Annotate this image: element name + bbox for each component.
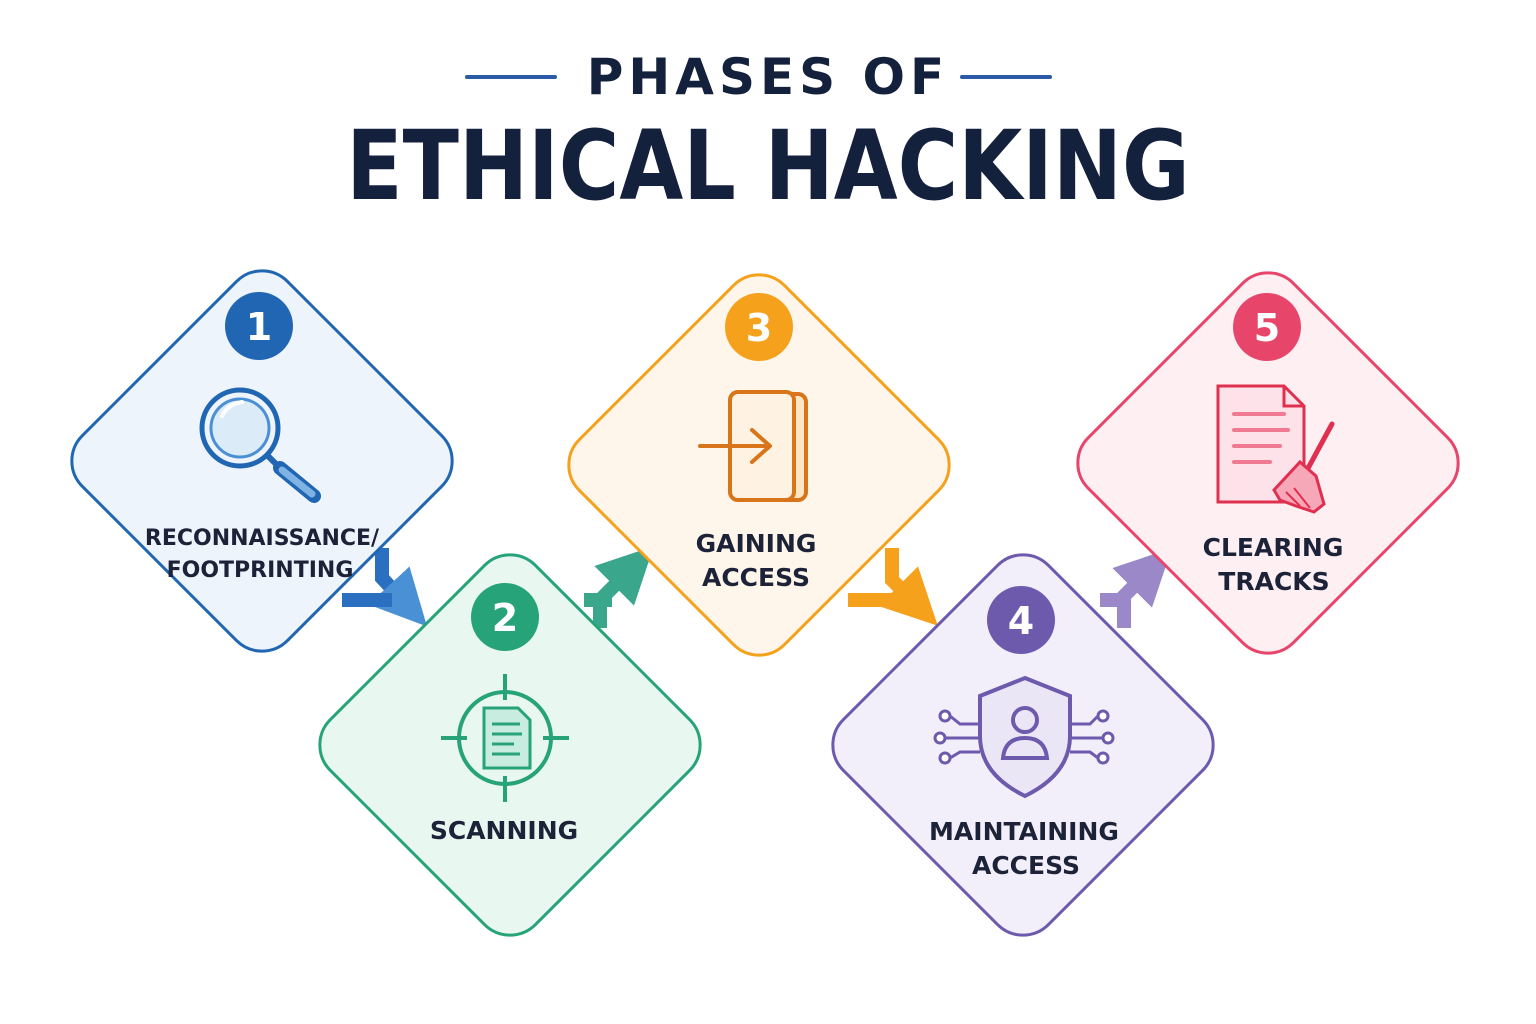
connector-1-2: [342, 548, 428, 627]
phase-3-number: 3: [746, 306, 772, 350]
enter-door-icon: [698, 390, 808, 502]
magnifier-icon: [199, 387, 321, 503]
phase-1-label-line-1: RECONNAISSANCE/: [145, 526, 380, 551]
phase-2-badge: [471, 583, 539, 651]
phase-3-badge: [725, 293, 793, 361]
phase-4-label-line-2: ACCESS: [972, 851, 1080, 880]
header: PHASES OF ETHICAL HACKING: [0, 0, 1536, 230]
phase-1-label-line-2: FOOTPRINTING: [167, 558, 354, 583]
title-rule-right: [960, 75, 1052, 79]
phase-2-number: 2: [492, 596, 518, 640]
phase-card-3: 3 GAINING ACCESS: [567, 273, 951, 657]
target-document-icon: [441, 674, 569, 802]
title-top-row: PHASES OF: [0, 42, 1536, 112]
phase-4-badge: [987, 586, 1055, 654]
phase-card-1: 1 RECONNAISSANCE/ FOOTPRINTING: [70, 269, 454, 653]
connector-4-5: [1100, 548, 1172, 628]
connector-3-4: [848, 548, 938, 626]
title-main: ETHICAL HACKING: [346, 110, 1190, 222]
phase-5-badge: [1233, 293, 1301, 361]
phase-card-5: 5 CLEARING TRACKS: [1076, 271, 1460, 655]
shield-user-icon: [933, 675, 1115, 799]
phase-2-label-line-1: SCANNING: [430, 816, 578, 845]
phase-4-label-line-1: MAINTAINING: [929, 817, 1119, 846]
phase-card-2: 2 SCANNING: [318, 553, 702, 937]
phase-5-label-line-1: CLEARING: [1203, 533, 1344, 562]
phase-1-badge: [225, 292, 293, 360]
phase-1-number: 1: [246, 305, 272, 349]
document-broom-icon: [1216, 384, 1335, 514]
phase-5-label-line-2: TRACKS: [1218, 567, 1329, 596]
connector-2-3: [584, 546, 654, 628]
title-rule-left: [465, 75, 557, 79]
phase-3-label-line-1: GAINING: [696, 529, 817, 558]
phase-card-4: 4 MAINTAINING ACCESS: [831, 553, 1215, 937]
phase-4-number: 4: [1008, 599, 1034, 643]
phase-3-label-line-2: ACCESS: [702, 563, 810, 592]
phase-5-number: 5: [1254, 306, 1280, 350]
title-top: PHASES OF: [586, 48, 950, 106]
